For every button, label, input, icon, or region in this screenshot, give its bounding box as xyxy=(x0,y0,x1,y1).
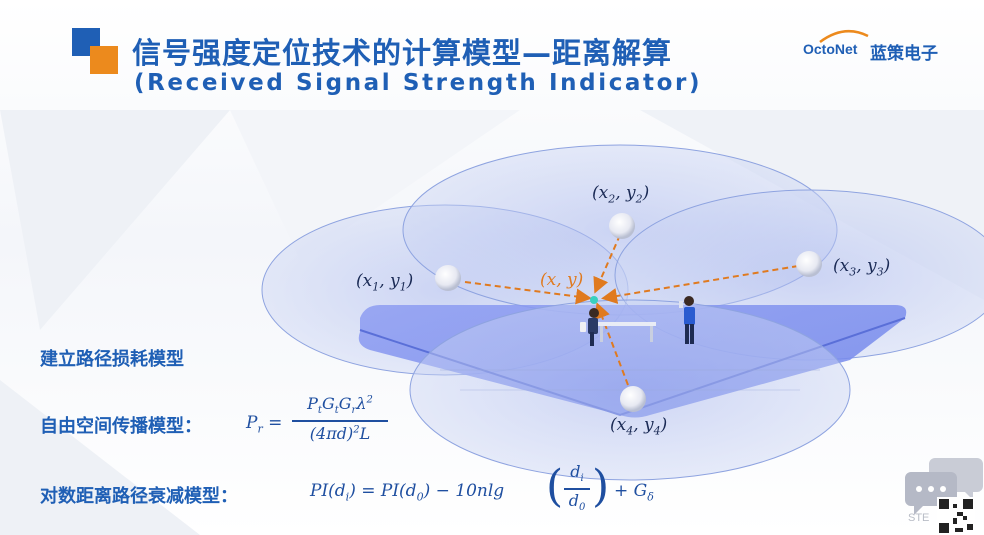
brand-arc-icon xyxy=(819,29,869,44)
target-label: (x, y) xyxy=(540,270,584,290)
person-seated-icon xyxy=(580,308,656,346)
anchor-label-2: (x2, y2) xyxy=(592,183,650,206)
log-distance-tail: + Gδ xyxy=(614,481,654,504)
chat-watermark-icon xyxy=(905,458,983,535)
anchor-node-1 xyxy=(435,265,461,291)
anchor-label-3: (x3, y3) xyxy=(833,256,891,279)
distance-arrow-2 xyxy=(593,234,621,294)
log-distance-paren-left: ( xyxy=(546,461,564,512)
free-space-fraction-bar xyxy=(292,420,388,422)
page-subtitle: (Received Signal Strength Indicator) xyxy=(134,70,703,96)
brand-logo: OctoNet 蓝策电子 xyxy=(800,28,970,68)
distance-arrow-3 xyxy=(601,265,799,304)
anchor-label-1: (x1, y1) xyxy=(356,271,414,294)
target-point xyxy=(590,296,598,304)
page-title: 信号强度定位技术的计算模型—距离解算 xyxy=(132,36,673,70)
log-distance-frac-num: di xyxy=(570,462,584,485)
bg-facet xyxy=(0,110,230,330)
log-distance-frac-den: d0 xyxy=(568,491,586,514)
free-space-title: 自由空间传播模型： xyxy=(40,416,202,437)
header: 信号强度定位技术的计算模型—距离解算 (Received Signal Stre… xyxy=(0,0,984,110)
log-distance-formula-left: PI(di) = PI(d0) − 10nlg xyxy=(310,481,505,504)
distance-arrow-4 xyxy=(594,302,629,386)
log-distance-title: 对数距离路径衰减模型： xyxy=(40,486,238,507)
free-space-denominator: (4πd)2L xyxy=(309,424,371,443)
watermark-text: STE xyxy=(908,512,930,524)
qr-code-icon xyxy=(937,497,975,535)
anchor-node-4 xyxy=(620,386,646,412)
free-space-lhs: Pr = xyxy=(246,413,283,436)
path-loss-title: 建立路径损耗模型 xyxy=(40,349,184,370)
anchor-label-4: (x4, y4) xyxy=(610,415,668,438)
distance-arrow-1 xyxy=(464,281,592,305)
brand-name-cn: 蓝策电子 xyxy=(870,44,938,64)
log-distance-fraction-bar xyxy=(564,488,590,490)
bg-facet xyxy=(0,380,200,535)
brand-name-en: OctoNet xyxy=(803,41,858,57)
title-logo-icon xyxy=(72,28,118,74)
bg-facet xyxy=(230,110,520,260)
person-standing-icon xyxy=(679,296,695,344)
free-space-numerator: PtGtGrλ2 xyxy=(307,394,373,417)
anchor-node-3 xyxy=(796,251,822,277)
log-distance-paren-right: ) xyxy=(592,461,610,512)
anchor-node-2 xyxy=(609,213,635,239)
